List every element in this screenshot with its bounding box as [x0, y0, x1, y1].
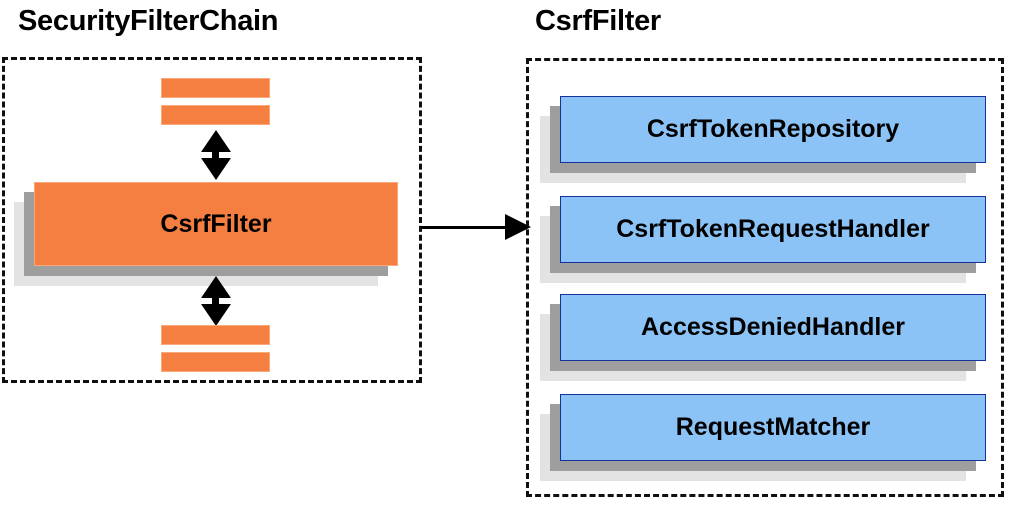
connector-line	[421, 226, 507, 229]
card-face: CsrfFilter	[34, 182, 398, 266]
arrow-down-head-above	[201, 158, 231, 180]
filter-bar-above-1	[161, 78, 270, 98]
node-label: RequestMatcher	[675, 413, 871, 441]
node-accessdeniedhandler[interactable]: AccessDeniedHandler	[540, 294, 986, 381]
panel-securityfilterchain	[2, 57, 422, 383]
card-face: AccessDeniedHandler	[560, 294, 986, 361]
node-requestmatcher[interactable]: RequestMatcher	[540, 394, 986, 481]
arrow-down-head-below	[201, 304, 231, 326]
node-csrffilter[interactable]: CsrfFilter	[14, 182, 398, 286]
node-csrftokenrepository[interactable]: CsrfTokenRepository	[540, 96, 986, 183]
node-label: CsrfTokenRepository	[646, 115, 900, 143]
arrow-up-head-below	[201, 276, 231, 298]
card-face: CsrfTokenRepository	[560, 96, 986, 163]
node-csrftokenrequesthandler[interactable]: CsrfTokenRequestHandler	[540, 196, 986, 283]
page-title-csrffilter: CsrfFilter	[535, 5, 661, 37]
page-title-securityfilterchain: SecurityFilterChain	[18, 5, 279, 37]
node-label: CsrfTokenRequestHandler	[616, 215, 930, 243]
panel-csrffilter-detail	[526, 58, 1004, 497]
filter-bar-below-2	[161, 352, 270, 372]
arrow-up-head-above	[201, 130, 231, 152]
filter-bar-above-2	[161, 105, 270, 125]
card-face: RequestMatcher	[560, 394, 986, 461]
card-face: CsrfTokenRequestHandler	[560, 196, 986, 263]
node-label: AccessDeniedHandler	[640, 313, 905, 341]
filter-bar-below-1	[161, 325, 270, 345]
node-label-csrffilter: CsrfFilter	[160, 209, 272, 238]
